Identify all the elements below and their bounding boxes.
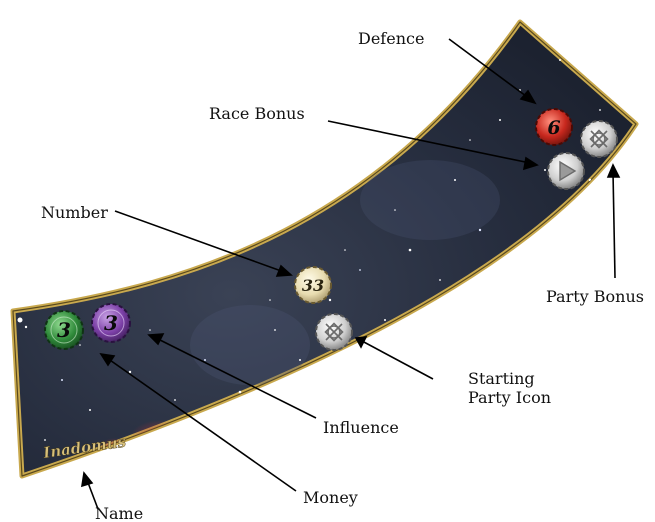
money-token: 3: [45, 311, 83, 349]
label-number: Number: [41, 203, 108, 222]
money-value: 3: [57, 318, 71, 342]
label-money: Money: [303, 488, 358, 507]
race-bonus-token: [548, 153, 584, 189]
label-starting-party-icon-line1: Starting: [468, 369, 535, 388]
label-influence: Influence: [323, 418, 399, 437]
starting-party-icon-arrow: [356, 337, 433, 379]
label-party-bonus: Party Bonus: [546, 287, 644, 306]
label-starting-party-icon-line2: Party Icon: [468, 388, 551, 407]
label-race-bonus: Race Bonus: [209, 104, 305, 123]
influence-token: 3: [92, 304, 130, 342]
card-band: [12, 22, 636, 476]
defence-token: 6: [536, 109, 572, 145]
influence-value: 3: [104, 311, 118, 335]
defence-value: 6: [547, 117, 560, 139]
number-token: 33: [295, 267, 331, 303]
number-value: 33: [302, 276, 324, 295]
label-name: Name: [95, 504, 143, 522]
starting-party-icon-token: [316, 314, 352, 350]
party-bonus-arrow: [608, 165, 619, 278]
knot-icon: [591, 131, 608, 148]
party-bonus-token: [581, 121, 617, 157]
label-defence: Defence: [358, 29, 424, 48]
knot-icon: [326, 324, 343, 341]
